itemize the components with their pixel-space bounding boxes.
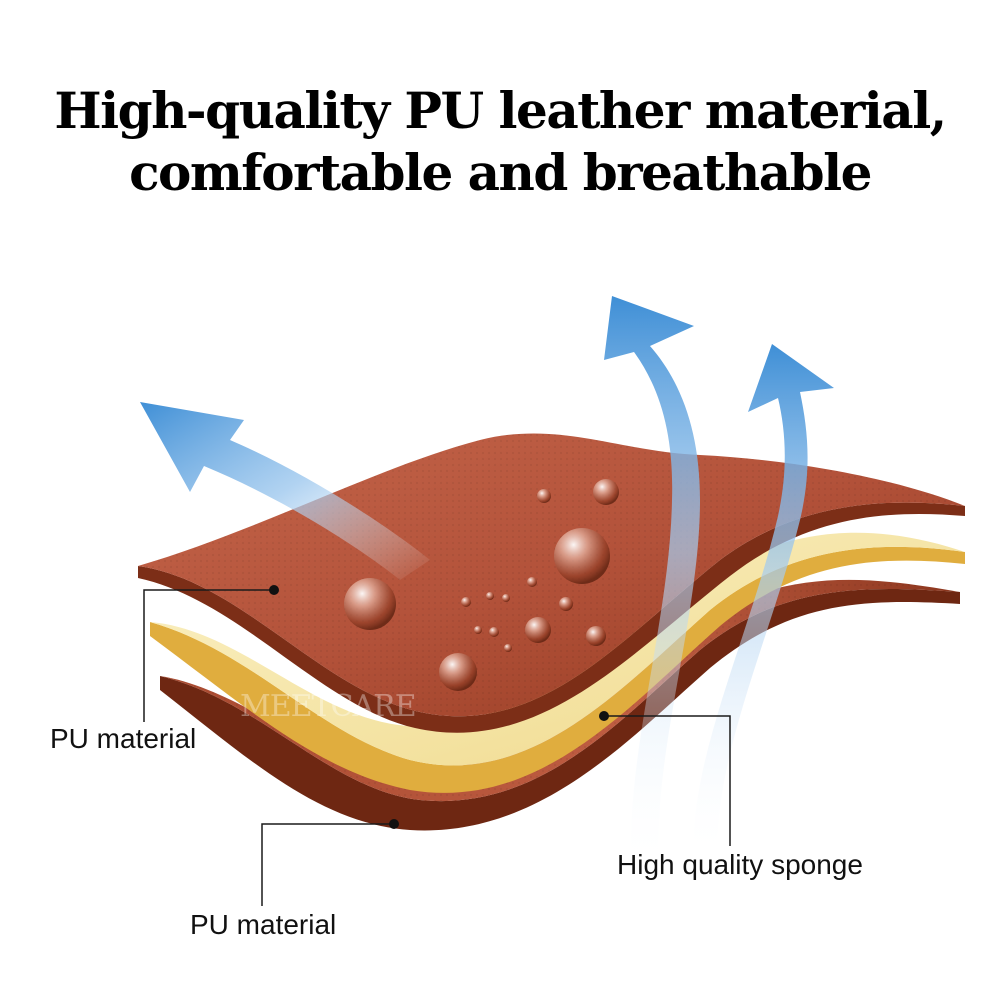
water-droplet-icon [586, 626, 606, 646]
callout-bottom-layer: PU material [190, 909, 337, 940]
headline-line-2: comfortable and breathable [129, 143, 872, 202]
water-droplet-icon [504, 644, 512, 652]
water-droplet-icon [537, 489, 551, 503]
water-droplet-icon [593, 479, 619, 505]
leader-dot-sponge-layer [599, 711, 609, 721]
water-droplet-icon [489, 627, 499, 637]
water-droplet-icon [559, 597, 573, 611]
water-droplet-icon [502, 594, 510, 602]
leader-line-top-layer [143, 589, 274, 722]
watermark: MEETCARE [240, 689, 416, 724]
leader-dot-bottom-layer [389, 819, 399, 829]
water-droplet-icon [525, 617, 551, 643]
water-droplet-icon [527, 577, 537, 587]
headline-line-1: High-quality PU leather material, [54, 81, 947, 140]
water-droplet-icon [486, 592, 494, 600]
callout-top-layer: PU material [50, 723, 197, 754]
water-droplet-icon [344, 578, 396, 630]
leader-dot-top-layer [269, 585, 279, 595]
airflow-arrows [140, 296, 834, 870]
water-droplets [344, 479, 619, 691]
airflow-arrow-icon [140, 402, 430, 580]
callout-sponge-layer: High quality sponge [617, 849, 863, 880]
airflow-arrow-icon [604, 296, 700, 870]
water-droplet-icon [474, 626, 482, 634]
water-droplet-icon [554, 528, 610, 584]
leader-line-sponge-layer [604, 715, 731, 846]
sponge-layer [150, 532, 965, 793]
headline: High-quality PU leather material, comfor… [0, 80, 1000, 204]
callout-dots [269, 585, 609, 829]
leader-line-bottom-layer [261, 823, 394, 906]
airflow-arrow-icon [693, 344, 834, 860]
callout-lines [143, 589, 731, 906]
water-droplet-icon [461, 597, 471, 607]
water-droplet-icon [439, 653, 477, 691]
